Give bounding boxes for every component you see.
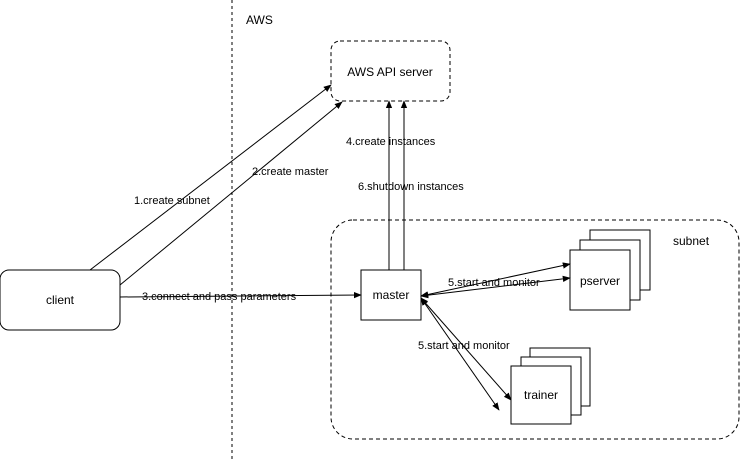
edge-label-shutdown-instances: 6.shutdown instances — [358, 181, 464, 193]
edge-connect-pass-parameters — [119, 291, 362, 299]
edge-label-start-monitor-pserver: 5.start and monitor — [448, 277, 540, 289]
subnet-zone-label: subnet — [673, 234, 710, 248]
edge-start-monitor-pserver-b — [420, 275, 571, 299]
edge-create-master — [119, 101, 343, 286]
master-label: master — [373, 288, 410, 302]
trainer-stack: trainer — [510, 347, 591, 425]
edge-label-connect-pass-parameters: 3.connect and pass parameters — [142, 291, 297, 303]
edge-label-create-master: 2.create master — [252, 166, 329, 178]
api-server-label: AWS API server — [347, 65, 433, 79]
pserver-stack: pserver — [569, 229, 651, 311]
client-label: client — [46, 293, 75, 307]
edge-label-create-subnet: 1.create subnet — [134, 195, 210, 207]
api-server-node — [330, 40, 451, 102]
pserver-label: pserver — [580, 274, 620, 288]
trainer-label: trainer — [524, 388, 558, 402]
edge-start-monitor-trainer-b — [420, 297, 512, 401]
master-node — [360, 269, 422, 321]
edge-create-subnet — [89, 84, 332, 271]
client-node — [0, 269, 121, 331]
edge-label-start-monitor-trainer: 5.start and monitor — [418, 340, 510, 352]
edge-label-create-instances: 4.create instances — [346, 136, 436, 148]
aws-zone-label: AWS — [246, 13, 273, 27]
